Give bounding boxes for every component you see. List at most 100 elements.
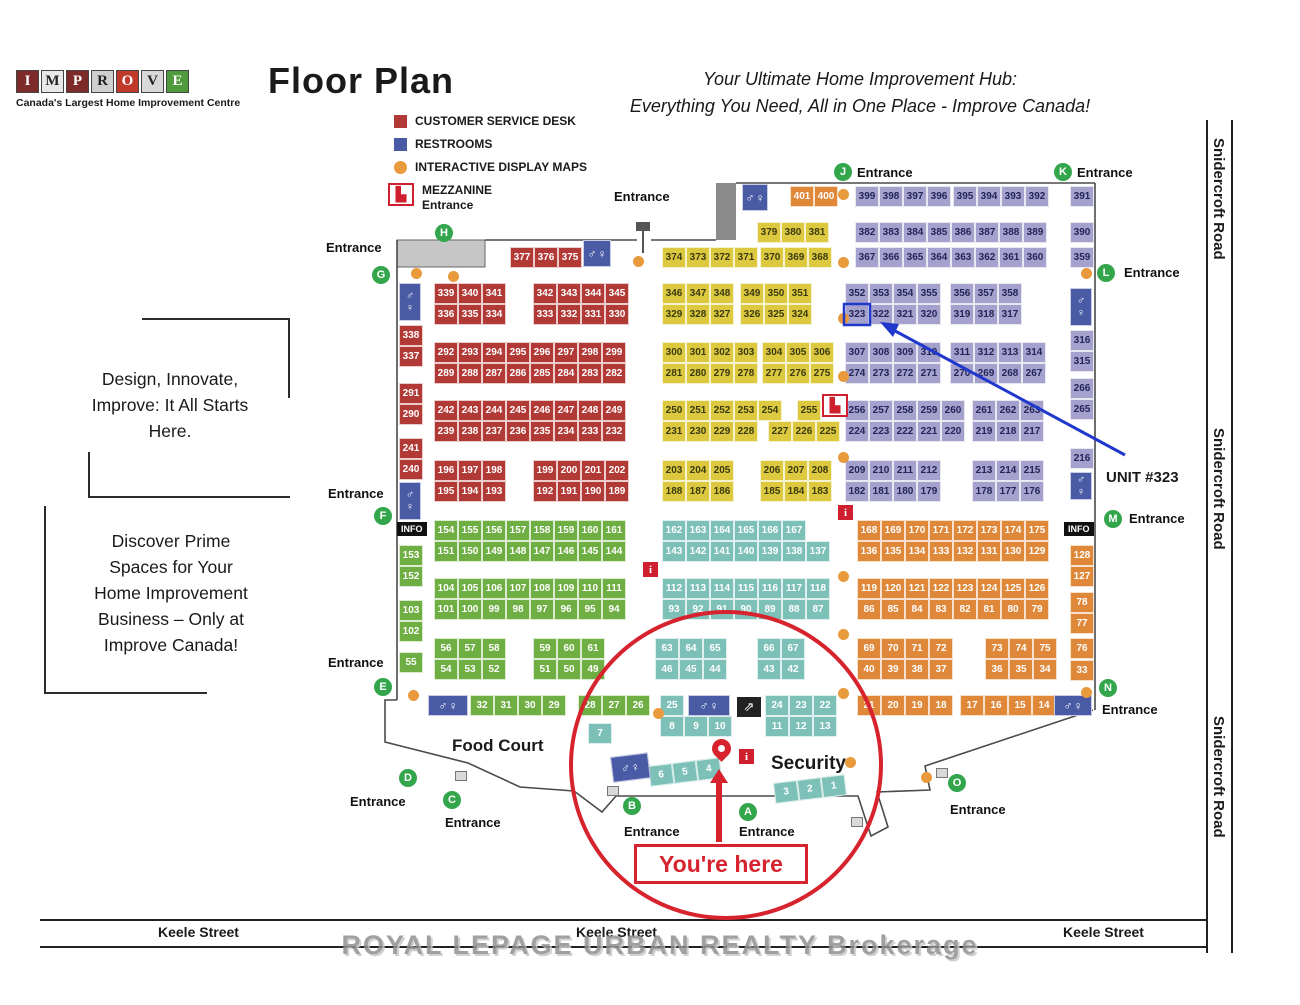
unit-368: 368 <box>808 247 832 268</box>
unit-385: 385 <box>927 222 951 243</box>
unit-365: 365 <box>903 247 927 268</box>
display-map-dot <box>838 313 849 324</box>
unit-238: 238 <box>458 421 482 442</box>
unit-29: 29 <box>542 695 566 716</box>
logo-tile-O: O <box>116 70 139 93</box>
unit-101: 101 <box>434 599 458 620</box>
unit-row: 266 <box>1070 378 1094 399</box>
unit-127: 127 <box>1070 566 1094 587</box>
unit-333: 333 <box>533 304 557 325</box>
info-point-icon: i <box>838 505 853 520</box>
display-map-legend-icon <box>394 161 407 174</box>
unit-203: 203 <box>662 460 686 481</box>
unit-227: 227 <box>768 421 792 442</box>
unit-362: 362 <box>975 247 999 268</box>
unit-273: 273 <box>869 363 893 384</box>
unit-251: 251 <box>686 400 710 421</box>
unit-38: 38 <box>905 659 929 680</box>
restroom-icon: ♂♀ <box>428 695 468 716</box>
unit-119: 119 <box>857 578 881 599</box>
unit-206: 206 <box>760 460 784 481</box>
unit-293: 293 <box>458 342 482 363</box>
unit-220: 220 <box>941 421 965 442</box>
legend-label: INTERACTIVE DISPLAY MAPS <box>415 160 588 174</box>
unit-294: 294 <box>482 342 506 363</box>
unit-row: 359 <box>1070 247 1094 268</box>
unit-160: 160 <box>578 520 602 541</box>
unit-367: 367 <box>855 247 879 268</box>
unit-347: 347 <box>686 283 710 304</box>
entrance-label: Entrance <box>350 794 406 809</box>
unit-180: 180 <box>893 481 917 502</box>
unit-196: 196 <box>434 460 458 481</box>
unit-247: 247 <box>554 400 578 421</box>
unit-row: 390 <box>1070 222 1094 243</box>
unit-171: 171 <box>929 520 953 541</box>
unit-52: 52 <box>482 659 506 680</box>
unit-row: 337 <box>399 346 423 367</box>
entrance-badge-C: C <box>443 791 461 809</box>
entrance-badge-E: E <box>374 678 392 696</box>
unit-400: 400 <box>814 186 838 207</box>
unit-118: 118 <box>806 578 830 599</box>
unit-316: 316 <box>1070 330 1094 351</box>
unit-383: 383 <box>879 222 903 243</box>
unit-168: 168 <box>857 520 881 541</box>
unit-132: 132 <box>953 541 977 562</box>
unit-382: 382 <box>855 222 879 243</box>
unit-336: 336 <box>434 304 458 325</box>
unit-318: 318 <box>974 304 998 325</box>
unit-161: 161 <box>602 520 626 541</box>
unit-275: 275 <box>810 363 834 384</box>
unit-338: 338 <box>399 325 423 346</box>
unit-249: 249 <box>602 400 626 421</box>
unit-370: 370 <box>760 247 784 268</box>
unit-row: 127 <box>1070 566 1094 587</box>
unit-87: 87 <box>806 599 830 620</box>
unit-355: 355 <box>917 283 941 304</box>
unit-310: 310 <box>917 342 941 363</box>
unit-153: 153 <box>399 545 423 566</box>
unit-block: 55 <box>399 652 423 673</box>
unit-117: 117 <box>782 578 806 599</box>
unit-223: 223 <box>869 421 893 442</box>
unit-162: 162 <box>662 520 686 541</box>
unit-254: 254 <box>758 400 782 421</box>
unit-60: 60 <box>557 638 581 659</box>
unit-31: 31 <box>494 695 518 716</box>
unit-234: 234 <box>554 421 578 442</box>
legend-label: RESTROOMS <box>415 137 493 151</box>
unit-279: 279 <box>710 363 734 384</box>
unit-56: 56 <box>434 638 458 659</box>
unit-372: 372 <box>710 247 734 268</box>
unit-191: 191 <box>557 481 581 502</box>
unit-308: 308 <box>869 342 893 363</box>
unit-342: 342 <box>533 283 557 304</box>
